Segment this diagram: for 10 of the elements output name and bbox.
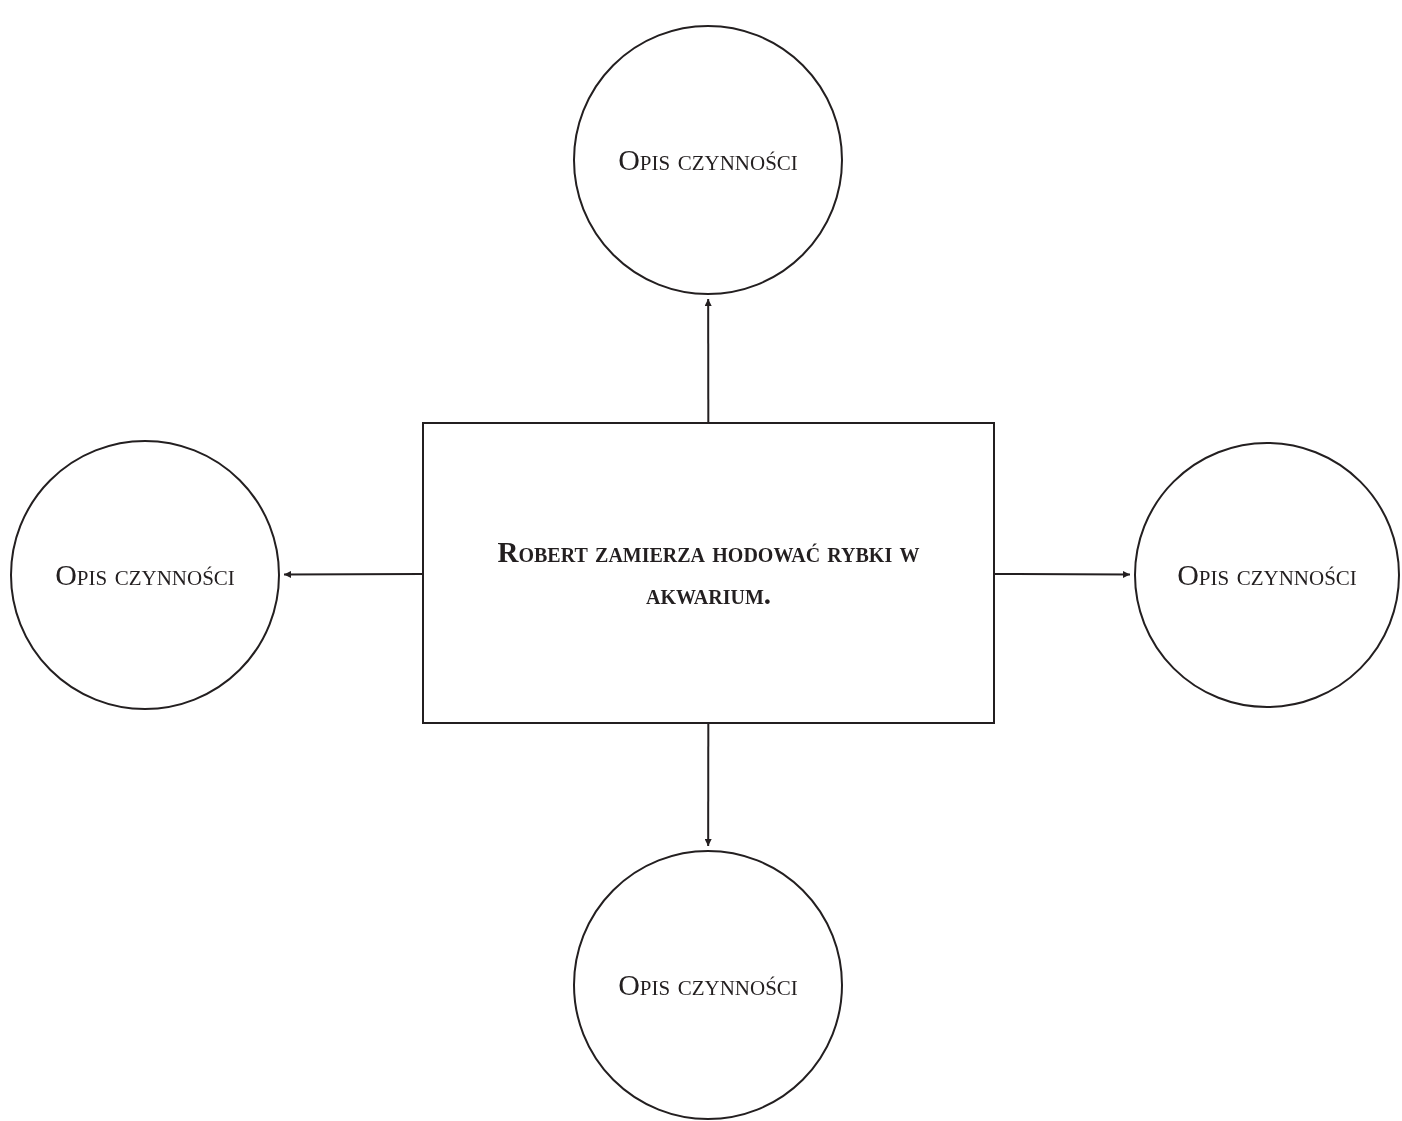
- arrow: [994, 571, 1131, 578]
- activity-text: Opis czynności: [618, 142, 798, 179]
- task-box: [422, 422, 995, 724]
- activity-text: Opis czynności: [1177, 557, 1357, 594]
- activity-text: Opis czynności: [55, 557, 235, 594]
- arrow: [283, 571, 423, 578]
- arrow: [704, 723, 712, 847]
- arrow: [704, 298, 712, 423]
- activity-text: Opis czynności: [618, 967, 798, 1004]
- task-text: Robert zamierza hodować rybki w akwarium.: [496, 534, 921, 612]
